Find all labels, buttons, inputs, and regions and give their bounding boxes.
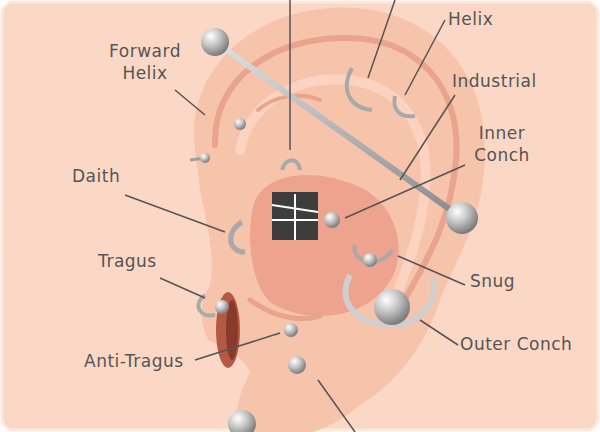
part-label: Helix xyxy=(448,8,493,30)
part-label: Anti-Tragus xyxy=(84,350,184,372)
part-label: Inner Conch xyxy=(462,122,542,166)
part-label: Snug xyxy=(470,270,515,292)
part-label: Tragus xyxy=(98,250,157,272)
part-label: Industrial xyxy=(452,70,537,92)
part-label: Outer Conch xyxy=(460,333,572,355)
part-label: Daith xyxy=(72,165,120,187)
part-label: Forward Helix xyxy=(100,40,190,84)
